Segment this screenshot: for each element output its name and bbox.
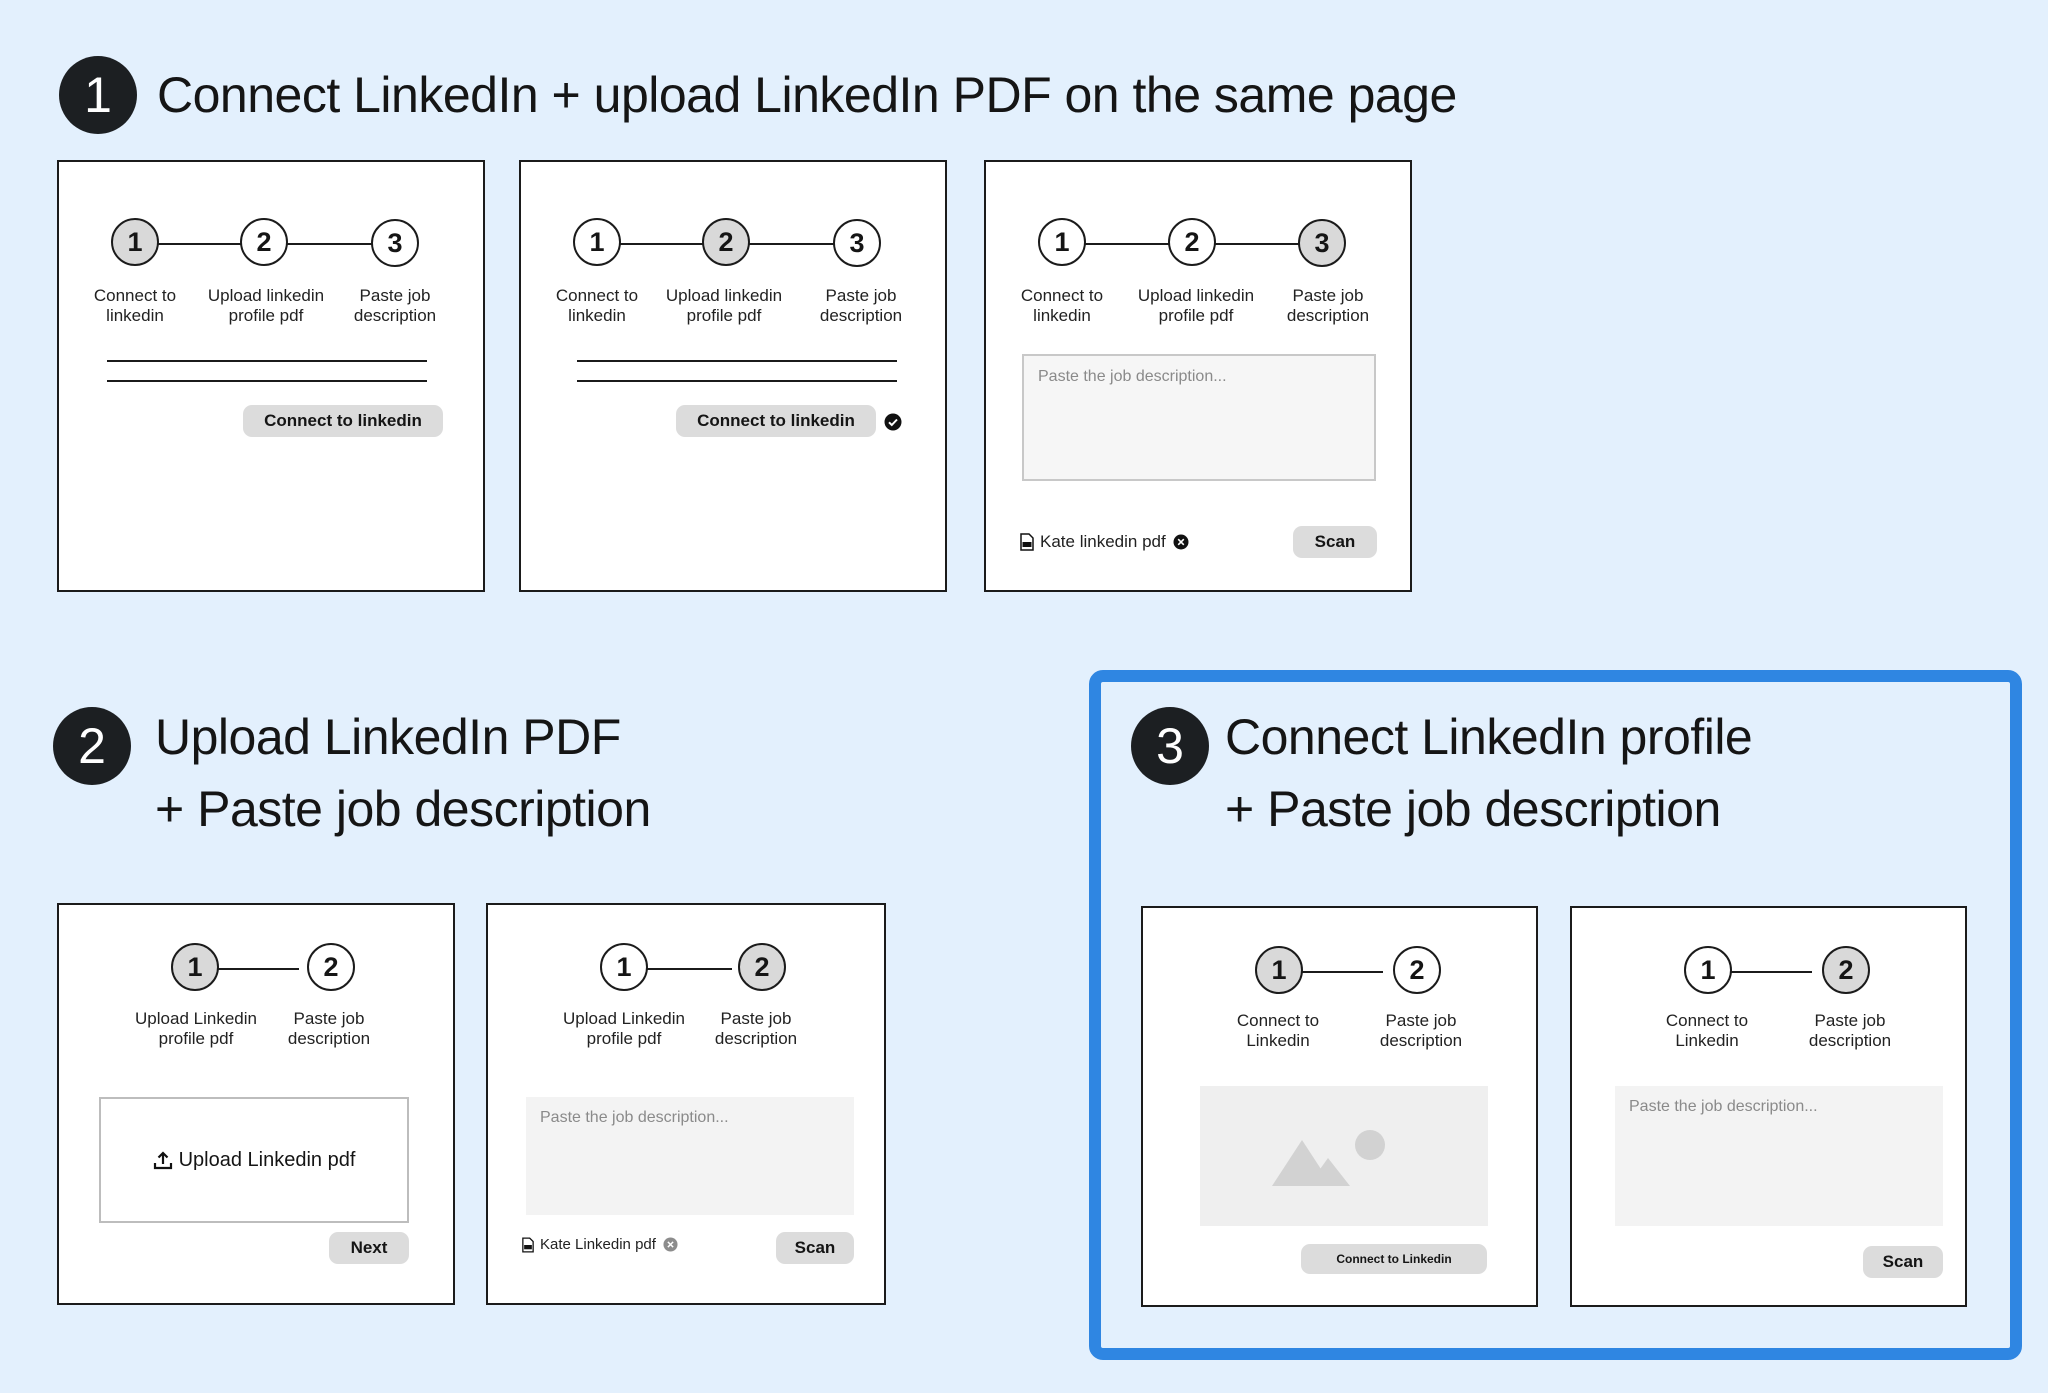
section-title: Connect LinkedIn profile + Paste job des… xyxy=(1225,709,1753,837)
stepper-step-2[interactable]: 2 xyxy=(738,943,786,991)
stepper-connector xyxy=(612,968,732,970)
upload-icon xyxy=(153,1151,172,1170)
scan-button[interactable]: Scan xyxy=(1293,526,1377,558)
form-field-line[interactable] xyxy=(107,380,427,382)
pdf-file-icon xyxy=(522,1237,534,1252)
form-field-line[interactable] xyxy=(107,360,427,362)
section-number-badge: 2 xyxy=(53,707,131,785)
stepper-step-1[interactable]: 1 xyxy=(1684,946,1732,994)
stepper-step-1[interactable]: 1 xyxy=(600,943,648,991)
connect-linkedin-button[interactable]: Connect to linkedin xyxy=(676,405,876,437)
stepper-step-1[interactable]: 1 xyxy=(573,218,621,266)
stepper-step-2[interactable]: 2 xyxy=(240,218,288,266)
stepper-step-2[interactable]: 2 xyxy=(1822,946,1870,994)
stepper-step-3[interactable]: 3 xyxy=(833,219,881,267)
section-title: Upload LinkedIn PDF + Paste job descript… xyxy=(155,709,651,837)
stepper-step-2[interactable]: 2 xyxy=(1393,946,1441,994)
section-1-header: 1 Connect LinkedIn + upload LinkedIn PDF… xyxy=(59,56,1457,134)
stepper-step-2[interactable]: 2 xyxy=(1168,218,1216,266)
recommended-option-highlight xyxy=(1089,670,2022,1360)
form-field-line[interactable] xyxy=(577,360,897,362)
scan-button[interactable]: Scan xyxy=(776,1232,854,1264)
close-circle-icon[interactable] xyxy=(663,1237,678,1252)
stepper-connector xyxy=(1263,971,1383,973)
stepper-connector xyxy=(1692,971,1812,973)
next-button[interactable]: Next xyxy=(329,1232,409,1264)
uploaded-file-chip: Kate Linkedin pdf xyxy=(522,1236,684,1253)
check-circle-icon xyxy=(884,413,902,431)
image-placeholder xyxy=(1200,1086,1488,1226)
stepper-step-1[interactable]: 1 xyxy=(1255,946,1303,994)
section-number-badge: 3 xyxy=(1131,707,1209,785)
section-2-header: 2 Upload LinkedIn PDF + Paste job descri… xyxy=(53,707,651,845)
section-3-header: 3 Connect LinkedIn profile + Paste job d… xyxy=(1131,707,1753,845)
stepper-step-3[interactable]: 3 xyxy=(1298,219,1346,267)
job-description-textarea[interactable]: Paste the job description... xyxy=(526,1097,854,1215)
stepper-step-2[interactable]: 2 xyxy=(702,218,750,266)
uploaded-file-chip: Kate linkedin pdf xyxy=(1020,532,1195,552)
stepper-step-1[interactable]: 1 xyxy=(171,943,219,991)
stepper-step-1[interactable]: 1 xyxy=(1038,218,1086,266)
upload-dropzone[interactable]: Upload Linkedin pdf xyxy=(99,1097,409,1223)
job-description-textarea[interactable]: Paste the job description... xyxy=(1615,1086,1943,1226)
stepper-connector xyxy=(179,968,299,970)
section-title: Connect LinkedIn + upload LinkedIn PDF o… xyxy=(157,67,1457,123)
close-circle-icon[interactable] xyxy=(1173,534,1189,550)
connect-linkedin-button[interactable]: Connect to Linkedin xyxy=(1301,1244,1487,1274)
image-placeholder-icon xyxy=(1272,1130,1385,1186)
form-field-line[interactable] xyxy=(577,380,897,382)
scan-button[interactable]: Scan xyxy=(1863,1246,1943,1278)
stepper-step-2[interactable]: 2 xyxy=(307,943,355,991)
job-description-textarea[interactable]: Paste the job description... xyxy=(1022,354,1376,481)
connect-linkedin-button[interactable]: Connect to linkedin xyxy=(243,405,443,437)
pdf-file-icon xyxy=(1020,533,1034,551)
stepper-step-1[interactable]: 1 xyxy=(111,218,159,266)
stepper-step-3[interactable]: 3 xyxy=(371,219,419,267)
section-number-badge: 1 xyxy=(59,56,137,134)
